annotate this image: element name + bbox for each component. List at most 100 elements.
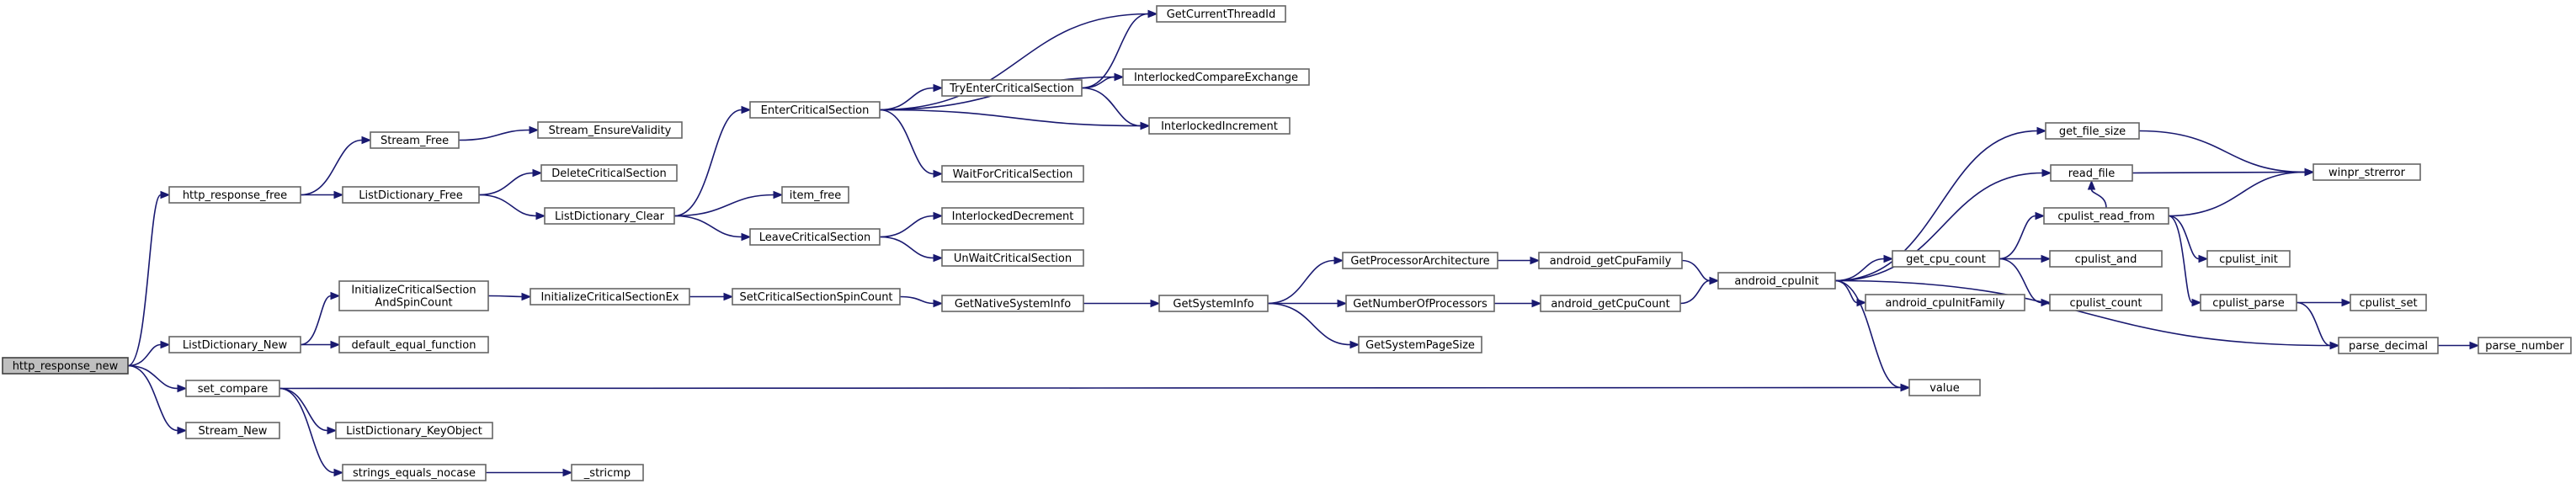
node-box xyxy=(1122,68,1310,86)
node-get-cpu-count[interactable]: get_cpu_count xyxy=(1892,250,2000,268)
edge-line xyxy=(127,194,162,367)
node-box xyxy=(749,101,881,119)
edge-arrowhead xyxy=(2341,298,2352,307)
node-item-free[interactable]: item_free xyxy=(781,186,849,204)
node-box xyxy=(338,280,489,311)
edge-tryentercriticalsection-to-interlockedincrement xyxy=(1081,87,1151,130)
node-stream-ensurevalidity[interactable]: Stream_EnsureValidity xyxy=(537,121,683,139)
node-leavecriticalsection[interactable]: LeaveCriticalSection xyxy=(749,228,881,246)
node-setcriticalsectionspincount[interactable]: SetCriticalSectionSpinCount xyxy=(732,288,901,306)
node-android-getcpufamily[interactable]: android_getCpuFamily xyxy=(1538,252,1683,269)
node-label: cpulist_init xyxy=(2219,253,2278,266)
node-getnativesysteminfo[interactable]: GetNativeSystemInfo xyxy=(941,295,1084,312)
node-getnumberofprocessors[interactable]: GetNumberOfProcessors xyxy=(1345,295,1495,312)
node-box xyxy=(1358,336,1482,353)
node-stream-free[interactable]: Stream_Free xyxy=(370,131,460,149)
edge-line xyxy=(2138,130,2306,173)
node-read-file[interactable]: read_file xyxy=(2050,164,2133,182)
node-android-getcpucount[interactable]: android_getCpuCount xyxy=(1540,295,1681,312)
edge-line xyxy=(1834,130,2038,282)
edge-arrowhead xyxy=(933,253,944,263)
edge-arrowhead xyxy=(1337,299,1348,308)
node-http-response-free[interactable]: http_response_free xyxy=(168,186,301,204)
node-entercriticalsection[interactable]: EnterCriticalSection xyxy=(749,101,881,119)
node-box xyxy=(1148,117,1291,135)
node-cpulist-set[interactable]: cpulist_set xyxy=(2350,294,2427,311)
node-label: DeleteCriticalSection xyxy=(551,167,666,180)
edge-line xyxy=(879,13,1149,111)
edge-cpulist-read-from-to-winpr-strerror xyxy=(2168,167,2315,217)
edge-initializecriticalsectionex-to-setcriticalsectionspincount xyxy=(689,292,734,301)
node-stricmp[interactable]: _stricmp xyxy=(571,464,644,481)
node-label: InterlockedIncrement xyxy=(1161,120,1278,133)
node-strings-equals-nocase[interactable]: strings_equals_nocase xyxy=(342,464,487,481)
node-box xyxy=(1342,252,1498,269)
node-unwaitcriticalsection[interactable]: UnWaitCriticalSection xyxy=(941,249,1084,267)
edge-line xyxy=(127,343,162,367)
node-tryentercriticalsection[interactable]: TryEnterCriticalSection xyxy=(941,79,1083,97)
node-listdictionary-keyobject[interactable]: ListDictionary_KeyObject xyxy=(335,422,493,439)
node-waitforcriticalsection[interactable]: WaitForCriticalSection xyxy=(941,165,1084,183)
node-label: set_compare xyxy=(198,383,268,396)
node-label: cpulist_parse xyxy=(2212,297,2285,310)
edge-getnativesysteminfo-to-getsysteminfo xyxy=(1083,299,1161,308)
node-cpulist-read-from[interactable]: cpulist_read_from xyxy=(2043,207,2169,225)
node-value[interactable]: value xyxy=(1908,379,1981,396)
node-cpulist-and[interactable]: cpulist_and xyxy=(2049,250,2163,268)
edge-arrowhead xyxy=(330,340,341,349)
edge-line xyxy=(458,129,530,141)
node-getcurrentthreadid[interactable]: GetCurrentThreadId xyxy=(1156,5,1286,23)
node-parse-number[interactable]: parse_number xyxy=(2478,337,2572,354)
edge-listdictionary-new-to-initializecriticalsectionandspincount xyxy=(300,291,341,346)
node-winpr-strerror[interactable]: winpr_strerror xyxy=(2313,163,2421,181)
node-interlockedincrement[interactable]: InterlockedIncrement xyxy=(1148,117,1291,135)
node-parse-decimal[interactable]: parse_decimal xyxy=(2338,337,2439,354)
node-initializecriticalsectionex[interactable]: InitializeCriticalSectionEx xyxy=(530,288,690,306)
node-android-cpuinit[interactable]: android_cpuInit xyxy=(1717,272,1836,290)
node-interlockedcompareexchange[interactable]: InterlockedCompareExchange xyxy=(1122,68,1310,86)
node-box xyxy=(2045,122,2140,140)
node-label: cpulist_and xyxy=(2075,253,2137,266)
node-cpulist-parse[interactable]: cpulist_parse xyxy=(2200,294,2297,311)
node-deletecriticalsection[interactable]: DeleteCriticalSection xyxy=(540,164,678,182)
edge-line xyxy=(879,236,934,259)
node-label: GetProcessorArchitecture xyxy=(1350,255,1489,268)
edge-line xyxy=(1267,302,1351,346)
node-label: TryEnterCriticalSection xyxy=(949,82,1074,95)
edge-line xyxy=(127,364,178,390)
node-set-compare[interactable]: set_compare xyxy=(185,380,280,397)
node-android-cpuinitfamily[interactable]: android_cpuInitFamily xyxy=(1865,294,2025,311)
edge-http-response-new-to-listdictionary-new xyxy=(127,340,171,367)
node-cpulist-count[interactable]: cpulist_count xyxy=(2049,294,2163,311)
node-interlockeddecrement[interactable]: InterlockedDecrement xyxy=(941,207,1084,225)
edge-arrowhead xyxy=(2329,341,2340,350)
node-getsystempagesize[interactable]: GetSystemPageSize xyxy=(1358,336,1482,353)
node-box xyxy=(1908,379,1981,396)
node-label: Stream_Free xyxy=(381,135,449,147)
edge-line xyxy=(2090,189,2107,209)
node-listdictionary-clear[interactable]: ListDictionary_Clear xyxy=(544,207,675,225)
node-box xyxy=(2043,207,2169,225)
node-getsysteminfo[interactable]: GetSystemInfo xyxy=(1158,295,1269,312)
edge-arrowhead xyxy=(2041,254,2052,263)
node-default-equal-function[interactable]: default_equal_function xyxy=(338,336,489,353)
node-get-file-size[interactable]: get_file_size xyxy=(2045,122,2140,140)
edge-cpulist-read-from-to-cpulist-init xyxy=(2168,215,2209,263)
node-box xyxy=(941,249,1084,267)
node-box xyxy=(342,464,487,481)
node-cpulist-init[interactable]: cpulist_init xyxy=(2206,250,2291,268)
node-listdictionary-free[interactable]: ListDictionary_Free xyxy=(342,186,480,204)
edge-line xyxy=(1081,13,1149,89)
edge-arrowhead xyxy=(773,190,784,199)
node-box xyxy=(1158,295,1269,312)
node-listdictionary-new[interactable]: ListDictionary_New xyxy=(168,336,301,353)
node-label: winpr_strerror xyxy=(2329,167,2406,179)
node-label: GetSystemInfo xyxy=(1173,298,1253,311)
edge-http-response-new-to-stream-new xyxy=(127,364,188,435)
node-http-response-new[interactable]: http_response_new xyxy=(2,357,129,375)
node-label: get_file_size xyxy=(2059,125,2126,138)
edge-line xyxy=(1999,258,2042,304)
node-getprocessorarchitecture[interactable]: GetProcessorArchitecture xyxy=(1342,252,1498,269)
node-stream-new[interactable]: Stream_New xyxy=(185,422,280,439)
